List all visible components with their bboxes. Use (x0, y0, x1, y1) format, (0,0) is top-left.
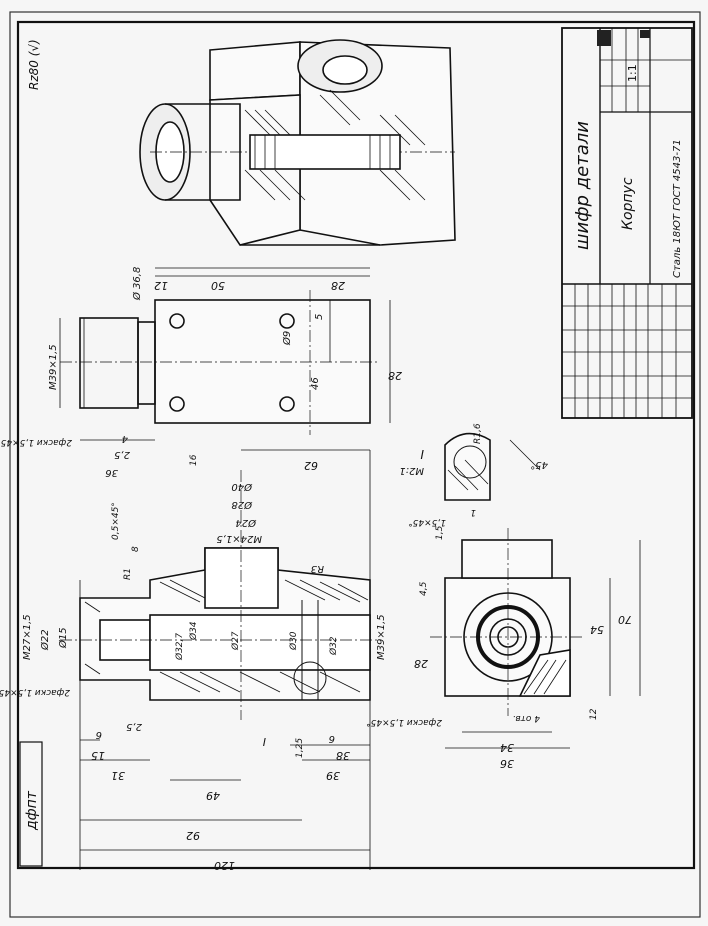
dim-sec-2-5: 2,5 (126, 721, 142, 732)
outer-frame (9, 11, 701, 918)
title-part-name: Корпус (620, 177, 636, 230)
dim-top-9: Ø9 (281, 331, 293, 346)
dim-top-28: 28 (331, 279, 345, 292)
detail-scale: M2:1 (399, 465, 424, 476)
dim-sec-d30: Ø30 (288, 631, 299, 651)
title-block: шифр детали Корпус Сталь 18ЮТ ГОСТ 4543-… (561, 27, 693, 419)
dim-sec-38: 38 (336, 749, 350, 762)
dim-sec-d32-7: Ø32,7 (174, 633, 185, 661)
detail-1: 1 (470, 507, 476, 517)
dim-side-12: 12 (589, 708, 599, 720)
detail-chamfer: 1,5×45° (408, 517, 446, 527)
dim-side-36: 36 (500, 757, 514, 770)
dim-side-4-5: 4,5 (419, 581, 429, 596)
dim-sec-92: 92 (186, 829, 200, 842)
corner-label-box: дфпт (19, 741, 43, 867)
dim-top-thread: M39×1,5 (48, 344, 59, 390)
dim-side-1-5: 1,5 (435, 525, 445, 540)
dim-side-holes: 4 отв. (512, 713, 540, 723)
dim-top-46: 46 (310, 377, 321, 390)
dim-sec-d24: Ø24 (235, 517, 257, 529)
dim-top-36: 36 (105, 467, 118, 478)
side-view (430, 528, 641, 749)
section-view (60, 449, 380, 870)
dim-sec-d40: Ø40 (231, 481, 253, 493)
dim-top-50: 50 (211, 279, 225, 292)
dim-side-54: 54 (590, 623, 604, 636)
dim-sec-d28: Ø28 (231, 499, 253, 511)
dim-sec-16: 16 (189, 454, 199, 466)
dim-side-28: 28 (414, 657, 428, 670)
corner-label: дфпт (24, 790, 40, 831)
dim-side-70: 70 (618, 613, 632, 626)
dim-side-34: 34 (500, 741, 514, 754)
dim-top-2-5: 2,5 (114, 449, 130, 460)
top-view (59, 267, 391, 441)
dim-sec-49: 49 (206, 789, 220, 802)
title-scale: 1:1 (626, 64, 639, 82)
dim-sec-r1: R1 (123, 568, 133, 580)
dim-sec-d15: Ø15 (57, 627, 69, 649)
dim-sec-thread-left: M27×1,5 (22, 614, 33, 660)
roughness-mark: Rz80 (√) (27, 39, 41, 90)
dim-top-d36: Ø 36,8 (131, 267, 143, 301)
dim-sec-section-label: I (263, 735, 266, 748)
title-material: Сталь 18ЮТ ГОСТ 4543-71 (672, 139, 683, 278)
detail-45: 45° (530, 459, 548, 470)
dim-sec-thread-right: M39×1,5 (376, 614, 387, 660)
dim-top-chamfer: 2фаски 1,5×45° (0, 437, 72, 447)
dim-sec-39: 39 (326, 769, 340, 782)
dim-sec-r3: R3 (311, 563, 324, 574)
dim-sec-d22: Ø22 (39, 629, 51, 651)
detail-r16: R1,6 (473, 423, 483, 444)
dim-top-28b: 28 (388, 369, 402, 382)
dim-sec-31: 31 (111, 769, 125, 782)
dim-sec-chamfer-top: 0,5×45° (111, 502, 121, 540)
dim-sec-8: 8 (131, 546, 141, 552)
isometric-view (139, 39, 456, 246)
dim-sec-6: 6 (96, 729, 102, 740)
dim-sec-thread-top: M24×1,5 (216, 533, 262, 544)
dim-sec-d27: Ø27 (230, 631, 241, 651)
detail-view (444, 432, 541, 501)
dim-sec-chamfer-left: 2фаски 1,5×45° (0, 687, 70, 697)
dim-sec-15: 15 (91, 749, 105, 762)
dim-sec-chamfer-right: 2фаски 1,5×45° (366, 717, 442, 727)
dim-sec-120: 120 (214, 859, 235, 872)
dim-sec-d34: Ø34 (188, 621, 199, 641)
dim-top-4: 4 (122, 433, 128, 444)
detail-label: I (420, 447, 424, 461)
dim-sec-1-25: 1,25 (295, 738, 305, 758)
title-code: шифр детали (572, 121, 593, 250)
dim-top-12: 12 (154, 279, 168, 292)
dim-sec-d32: Ø32 (328, 636, 339, 656)
dim-top-5: 5 (314, 314, 325, 320)
drawing-frame (16, 20, 696, 870)
dim-sec-62: 62 (304, 459, 318, 472)
dim-sec-6b: 6 (329, 733, 335, 744)
